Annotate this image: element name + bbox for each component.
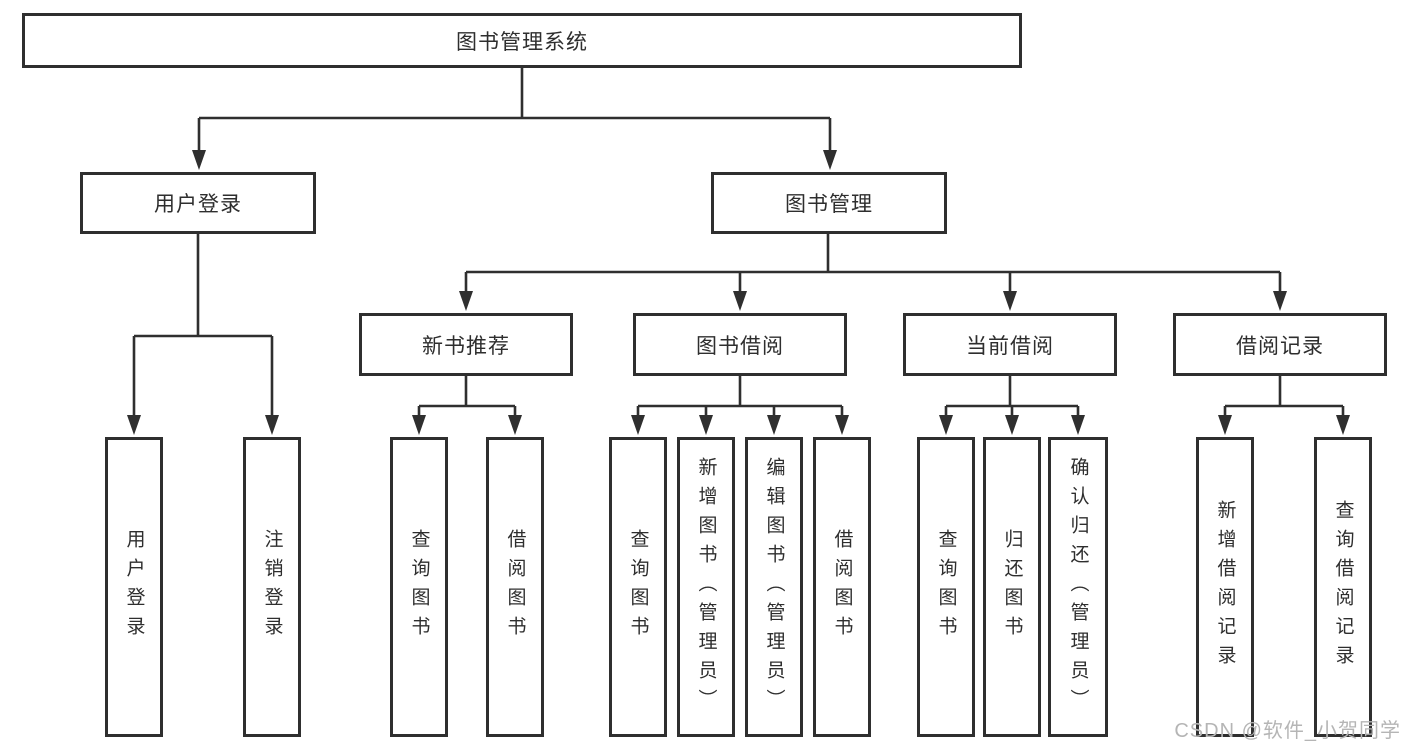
leaf-current-return-books: 归还图书 xyxy=(983,437,1041,737)
leaf-records-query-record: 查询借阅记录 xyxy=(1314,437,1372,737)
leaf-user-login: 用户登录 xyxy=(105,437,163,737)
leaf-borrowing-add-books-admin: 新增图书（管理员） xyxy=(677,437,735,737)
node-borrowing-records-label: 借阅记录 xyxy=(1236,334,1324,358)
node-new-book-recommend-label: 新书推荐 xyxy=(422,334,510,358)
csdn-watermark: CSDN @软件_小贺同学 xyxy=(1174,720,1401,742)
leaf-borrowing-add-books-admin-label: 新增图书（管理员） xyxy=(695,456,717,718)
node-user-login: 用户登录 xyxy=(80,172,316,234)
leaf-recommend-query-books-label: 查询图书 xyxy=(408,529,430,645)
leaf-logout: 注销登录 xyxy=(243,437,301,737)
leaf-recommend-borrow-books-label: 借阅图书 xyxy=(504,529,526,645)
leaf-recommend-query-books: 查询图书 xyxy=(390,437,448,737)
node-library-system-label: 图书管理系统 xyxy=(456,30,588,54)
leaf-current-query-books: 查询图书 xyxy=(917,437,975,737)
leaf-borrowing-query-books: 查询图书 xyxy=(609,437,667,737)
node-book-borrowing-label: 图书借阅 xyxy=(696,334,784,358)
leaf-recommend-borrow-books: 借阅图书 xyxy=(486,437,544,737)
node-book-management: 图书管理 xyxy=(711,172,947,234)
leaf-borrowing-borrow-books: 借阅图书 xyxy=(813,437,871,737)
node-user-login-label: 用户登录 xyxy=(154,193,242,216)
leaf-borrowing-edit-books-admin-label: 编辑图书（管理员） xyxy=(763,456,785,718)
leaf-records-add-record-label: 新增借阅记录 xyxy=(1214,500,1236,674)
leaf-current-confirm-return-admin-label: 确认归还（管理员） xyxy=(1067,456,1089,718)
node-book-management-label: 图书管理 xyxy=(785,193,873,216)
node-book-borrowing: 图书借阅 xyxy=(633,313,847,376)
leaf-current-query-books-label: 查询图书 xyxy=(935,529,957,645)
leaf-borrowing-borrow-books-label: 借阅图书 xyxy=(831,529,853,645)
node-borrowing-records: 借阅记录 xyxy=(1173,313,1387,376)
node-current-borrowing: 当前借阅 xyxy=(903,313,1117,376)
leaf-user-login-label: 用户登录 xyxy=(123,529,145,645)
leaf-records-query-record-label: 查询借阅记录 xyxy=(1332,500,1354,674)
leaf-borrowing-query-books-label: 查询图书 xyxy=(627,529,649,645)
node-current-borrowing-label: 当前借阅 xyxy=(966,334,1054,358)
node-library-system: 图书管理系统 xyxy=(22,13,1022,68)
leaf-current-return-books-label: 归还图书 xyxy=(1001,529,1023,645)
leaf-current-confirm-return-admin: 确认归还（管理员） xyxy=(1048,437,1108,737)
leaf-borrowing-edit-books-admin: 编辑图书（管理员） xyxy=(745,437,803,737)
leaf-logout-label: 注销登录 xyxy=(261,529,283,645)
leaf-records-add-record: 新增借阅记录 xyxy=(1196,437,1254,737)
node-new-book-recommend: 新书推荐 xyxy=(359,313,573,376)
